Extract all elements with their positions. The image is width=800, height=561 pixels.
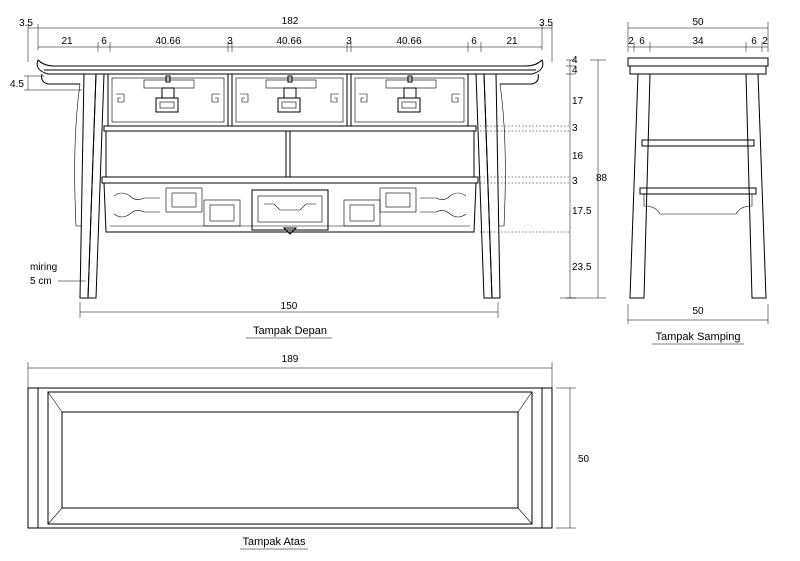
dim-sub-8: 6: [471, 36, 477, 47]
top-view: 189 50 Tampak Atas: [27, 354, 590, 550]
top-dim-depth: 50: [578, 454, 590, 465]
dim-right-7: 17.5: [572, 206, 592, 217]
dim-sub-1: 21: [61, 36, 73, 47]
dim-right-6: 3: [572, 176, 578, 187]
side-view-caption: Tampak Samping: [656, 331, 741, 343]
dim-left-overhang: 4.5: [10, 79, 24, 90]
side-view: 50 2 6 34 6 2 50 Tampak Samping: [627, 17, 769, 345]
top-view-caption: Tampak Atas: [243, 536, 306, 548]
drawer-pull-1: [116, 75, 220, 113]
side-dim-sub-1: 2: [628, 36, 634, 47]
dim-sub-3: 40.66: [155, 36, 180, 47]
dim-top-right: 3.5: [539, 18, 553, 29]
dim-sub-9: 21: [506, 36, 518, 47]
dim-sub-2: 6: [101, 36, 107, 47]
drawer-pull-2: [240, 75, 339, 113]
dim-right-1: 4: [572, 55, 578, 66]
dim-top-total: 182: [282, 16, 299, 27]
dim-height-total: 88: [596, 173, 608, 184]
side-dim-sub-4: 6: [751, 36, 757, 47]
lean-note-line1: miring: [30, 262, 57, 273]
dim-right-8: 23.5: [572, 262, 592, 273]
dim-right-5: 16: [572, 151, 584, 162]
dim-right-4: 3: [572, 123, 578, 134]
apron-fretwork: [103, 182, 477, 235]
side-dim-sub-5: 2: [762, 36, 768, 47]
top-dim-width: 189: [282, 354, 299, 365]
side-dim-top: 50: [692, 17, 704, 28]
dim-sub-6: 3: [346, 36, 352, 47]
dim-right-2: 4: [572, 65, 578, 76]
dim-sub-7: 40.66: [396, 36, 421, 47]
front-view: 3.5 182 3.5 21 6 40.66 3 40.66 3 40.66 6…: [10, 16, 608, 339]
side-dim-sub-3: 34: [692, 36, 704, 47]
side-dim-sub-2: 6: [639, 36, 645, 47]
dim-sub-4: 3: [227, 36, 233, 47]
dim-sub-5: 40.66: [276, 36, 301, 47]
dim-right-3: 17: [572, 96, 584, 107]
lean-note-line2: 5 cm: [30, 276, 52, 287]
side-dim-bottom: 50: [692, 306, 704, 317]
drawer-pull-3: [359, 75, 460, 113]
front-view-caption: Tampak Depan: [253, 325, 327, 337]
dim-bottom-width: 150: [281, 301, 298, 312]
dim-top-left: 3.5: [19, 18, 33, 29]
